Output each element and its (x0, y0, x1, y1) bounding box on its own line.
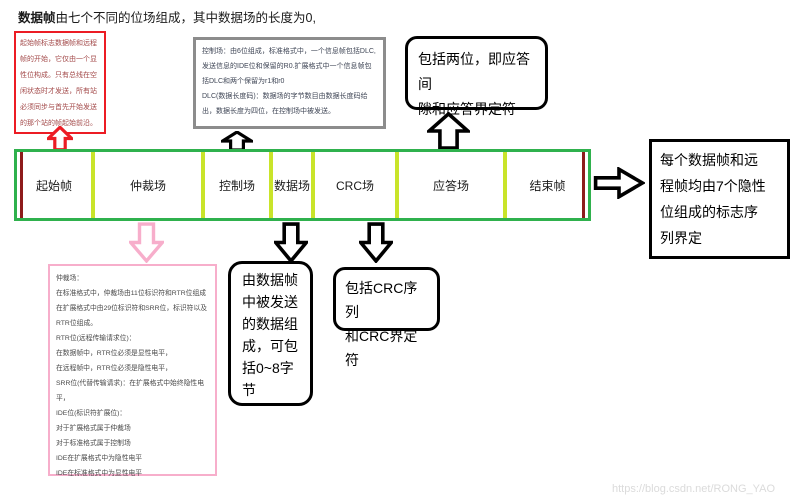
arbitration-note-line: IDE在扩展格式中为隐性电平 (56, 455, 143, 462)
segment-label: 应答场 (432, 178, 469, 193)
segment-crc-field: CRC场 (315, 152, 395, 218)
end-frame-note-line: 列界定 (660, 230, 702, 246)
ack-field-note-line: 包括两位，即应答间 (418, 51, 530, 92)
start-frame-note: 起始帧标志数据帧和远程帧的开始，它仅由一个显性位构成。只有总线在空闲状态时才发送… (14, 31, 106, 134)
segment-divider (91, 152, 95, 218)
data-field-note-line: 成，可包 (242, 338, 298, 354)
ack-field-note: 包括两位，即应答间 隙和应答界定符 (405, 36, 548, 117)
page-title-keyword: 数据帧 (18, 11, 56, 25)
segment-divider (269, 152, 273, 218)
arbitration-note-line: 在远程帧中，RTR位必须是隐性电平， (56, 365, 172, 372)
end-frame-note: 每个数据帧和远 程帧均由7个隐性 位组成的标志序 列界定 (649, 139, 790, 259)
data-field-note-line: 的数据组 (242, 316, 298, 332)
arbitration-note-line: IDE位(标识符扩展位)： (56, 410, 127, 417)
arbitration-note-line: IDE在标准格式中为显性电平 (56, 470, 143, 477)
arrow-up-black-control-field-icon (221, 131, 253, 151)
crc-field-note-line: 和CRC界定符 (345, 328, 418, 368)
arbitration-note-line: 在扩展格式中由29位标识符和SRR位，标识符以及RTR位组成。 (56, 305, 208, 327)
control-field-note: 控制场：由6位组成，标准格式中，一个信息帧包括DLC,发送信息的IDE位和保留的… (193, 37, 386, 129)
segment-end-frame: 结束帧 (507, 152, 588, 218)
start-bit-line (20, 152, 23, 218)
data-field-note-line: 括0~8字 (242, 360, 294, 376)
segment-divider (503, 152, 507, 218)
arbitration-note-line: 仲裁场： (56, 275, 84, 282)
segment-divider (311, 152, 315, 218)
end-bit-line (582, 152, 585, 218)
arbitration-field-note: 仲裁场： 在标准格式中，仲裁场由11位标识符和RTR位组成 在扩展格式中由29位… (48, 264, 217, 477)
crc-field-note-line: 包括CRC序列 (345, 280, 418, 320)
data-field-note-line: 节 (242, 382, 256, 398)
arbitration-note-line: SRR位(代替传输请求)：在扩展格式中始终隐性电平， (56, 380, 205, 402)
watermark-url: https://blog.csdn.net/RONG_YAO (612, 483, 776, 495)
segment-arbitration-field: 仲裁场 (95, 152, 201, 218)
segment-ack-field: 应答场 (399, 152, 503, 218)
arrow-down-black-crc-field-icon (359, 222, 393, 263)
segment-divider (395, 152, 399, 218)
arrow-up-red-start-frame-icon (47, 126, 73, 151)
data-field-note: 由数据帧 中被发送 的数据组 成，可包 括0~8字 节 (228, 261, 313, 406)
control-field-note-para2: DLC(数据长度码)：数据场的字节数目由数据长度码给出，数据长度为四位，在控制场… (202, 93, 368, 115)
segment-label: 起始帧 (35, 178, 72, 193)
segment-divider (201, 152, 205, 218)
segment-label: 数据场 (273, 178, 310, 193)
arbitration-note-line: RTR位(远程传输请求位)： (56, 335, 136, 342)
arrow-down-pink-arbitration-icon (129, 222, 164, 263)
page-title: 数据帧由七个不同的位场组成，其中数据场的长度为0, (18, 7, 316, 26)
arbitration-note-line: 在标准格式中，仲裁场由11位标识符和RTR位组成 (56, 290, 207, 297)
data-field-note-line: 中被发送 (242, 294, 298, 310)
segment-start-frame: 起始帧 (17, 152, 91, 218)
arrow-down-black-data-field-icon (274, 222, 308, 263)
end-frame-note-line: 位组成的标志序 (660, 204, 758, 220)
arbitration-note-line: 在数据帧中，RTR位必须是显性电平， (56, 350, 172, 357)
data-field-note-line: 由数据帧 (242, 272, 298, 288)
segment-label: 结束帧 (529, 178, 566, 193)
end-frame-note-line: 程帧均由7个隐性 (660, 178, 766, 194)
arbitration-note-line: 对于扩展格式属于仲裁场 (56, 425, 131, 432)
end-frame-note-line: 每个数据帧和远 (660, 152, 758, 168)
segment-label: CRC场 (336, 178, 374, 193)
page-title-rest: 由七个不同的位场组成，其中数据场的长度为0, (55, 11, 316, 25)
frame-structure-bar: 起始帧 仲裁场 控制场 数据场 CRC场 应答场 结束帧 (14, 149, 591, 221)
crc-field-note: 包括CRC序列 和CRC界定符 (333, 267, 440, 368)
control-field-note-para1: 控制场：由6位组成，标准格式中，一个信息帧包括DLC,发送信息的IDE位和保留的… (202, 48, 376, 85)
arrow-right-black-end-frame-icon (593, 167, 645, 199)
start-frame-note-text: 起始帧标志数据帧和远程帧的开始，它仅由一个显性位构成。只有总线在空闲状态时才发送… (20, 40, 97, 127)
ack-field-note-line: 隙和应答界定符 (418, 101, 516, 117)
segment-data-field: 数据场 (273, 152, 311, 218)
arbitration-note-line: 对于标准格式属于控制场 (56, 440, 131, 447)
segment-control-field: 控制场 (205, 152, 269, 218)
segment-label: 控制场 (218, 178, 255, 193)
segment-label: 仲裁场 (129, 178, 166, 193)
arrow-up-black-ack-field-icon (427, 112, 470, 150)
